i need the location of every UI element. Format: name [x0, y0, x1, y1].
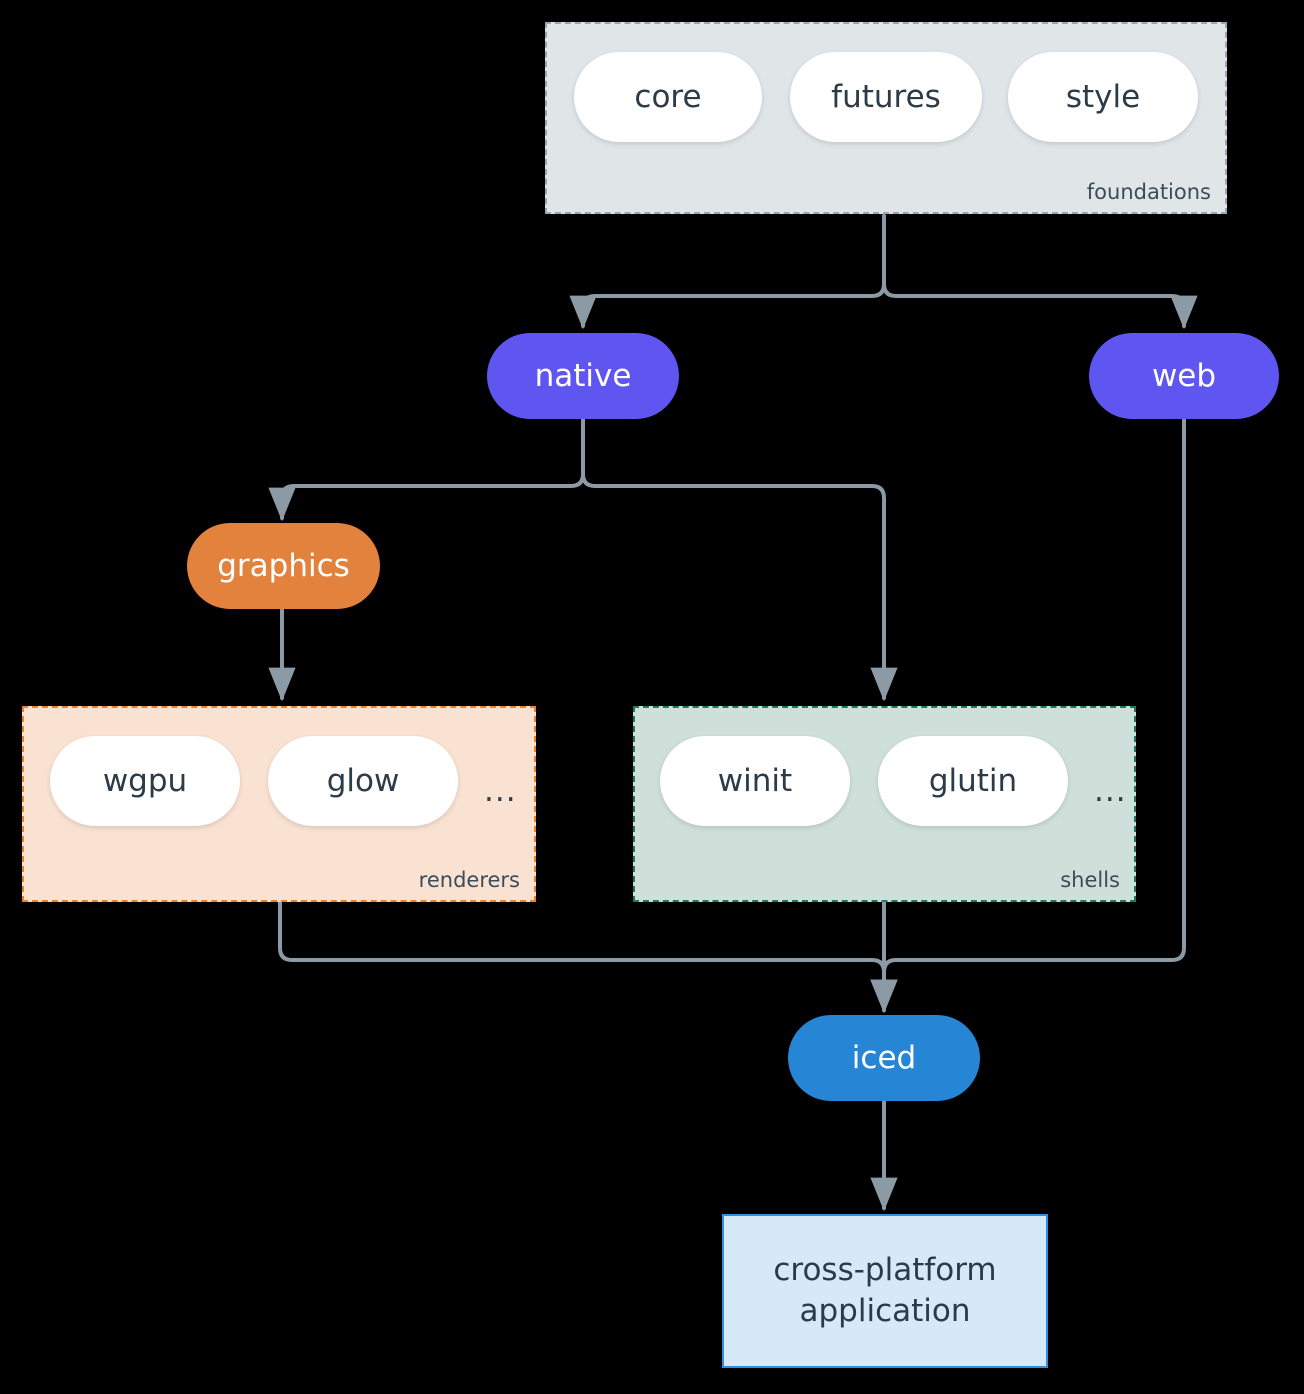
- leaf-glow[interactable]: glow: [268, 736, 458, 826]
- cluster-foundations: core futures style foundations: [545, 22, 1227, 214]
- leaf-core[interactable]: core: [574, 52, 762, 142]
- shells-ellipsis: ...: [1094, 773, 1127, 809]
- node-graphics[interactable]: graphics: [187, 523, 380, 609]
- edge-renderers-iced: [278, 900, 898, 1014]
- leaf-winit[interactable]: winit: [660, 736, 850, 826]
- edge-native-graphics: [268, 416, 585, 522]
- leaf-glutin[interactable]: glutin: [878, 736, 1068, 826]
- cluster-label-foundations: foundations: [1086, 180, 1211, 204]
- node-cross-platform-application[interactable]: cross-platform application: [722, 1214, 1048, 1368]
- node-iced[interactable]: iced: [788, 1015, 980, 1101]
- cluster-label-shells: shells: [1060, 868, 1120, 892]
- cluster-shells: winit glutin ... shells: [633, 706, 1136, 902]
- cluster-label-renderers: renderers: [418, 868, 520, 892]
- leaf-wgpu[interactable]: wgpu: [50, 736, 240, 826]
- node-native[interactable]: native: [487, 333, 679, 419]
- cluster-renderers: wgpu glow ... renderers: [22, 706, 536, 902]
- leaf-style[interactable]: style: [1008, 52, 1198, 142]
- leaf-futures[interactable]: futures: [790, 52, 982, 142]
- edge-foundations-native: [569, 214, 886, 330]
- terminal-line-2: application: [799, 1293, 971, 1329]
- renderers-ellipsis: ...: [484, 773, 517, 809]
- terminal-line-1: cross-platform: [773, 1252, 997, 1289]
- edge-foundations-web: [882, 214, 1198, 330]
- edge-native-shells: [581, 416, 898, 702]
- node-web[interactable]: web: [1089, 333, 1279, 419]
